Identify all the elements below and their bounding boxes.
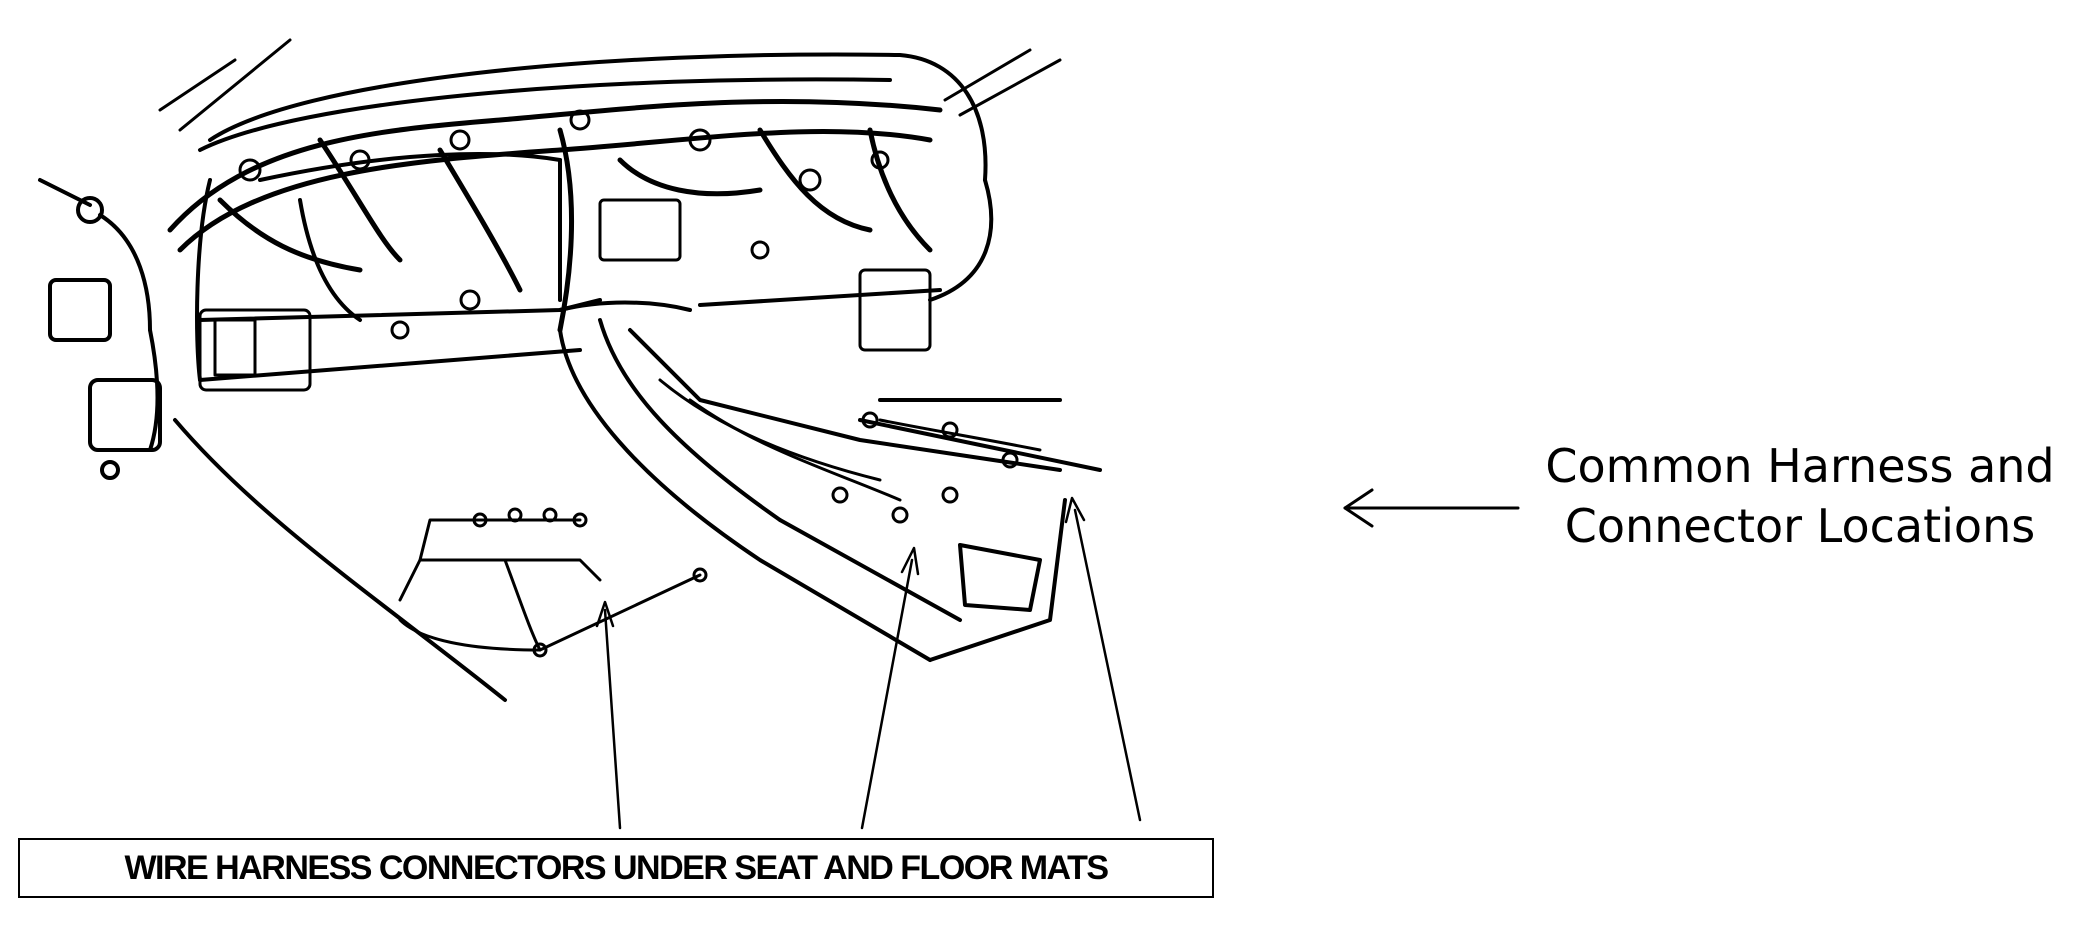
pointer-arrows — [595, 496, 1142, 830]
center-console — [558, 318, 1102, 662]
left-arrow-icon — [1343, 488, 1520, 528]
harness-location-label: WIRE HARNESS CONNECTORS UNDER SEAT AND F… — [18, 838, 1214, 898]
page-caption: Common Harness and Connector Locations — [1520, 436, 2080, 556]
dash-connectors — [198, 109, 932, 392]
caption-line-2: Connector Locations — [1564, 499, 2036, 553]
floor-harness — [398, 507, 708, 658]
dashboard-outline — [195, 52, 994, 382]
left-kick-harness — [38, 178, 507, 702]
label-text: WIRE HARNESS CONNECTORS UNDER SEAT AND F… — [124, 848, 1109, 887]
pillar-lines — [158, 38, 1062, 132]
dash-harness — [167, 98, 943, 333]
console-wires — [658, 378, 1042, 524]
caption-line-1: Common Harness and — [1545, 439, 2055, 493]
